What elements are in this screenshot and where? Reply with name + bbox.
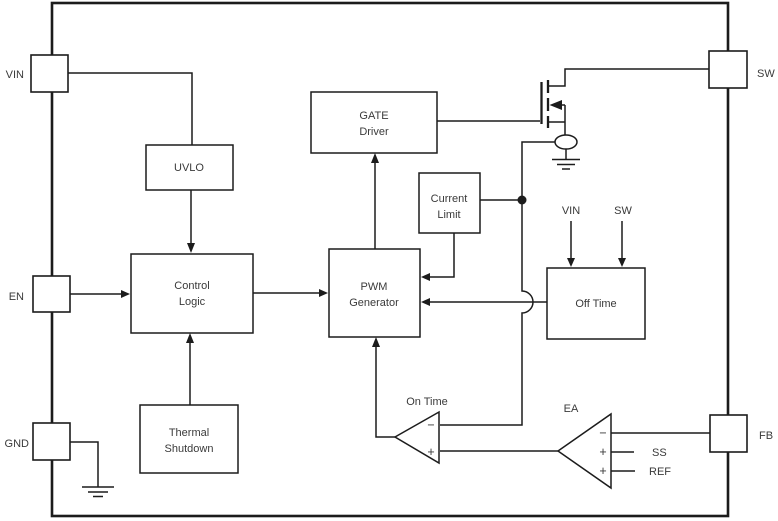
- gate-driver-label-line2: Driver: [359, 126, 389, 138]
- arrowhead-into-gate-driver: [371, 153, 379, 163]
- junction-dot: [517, 195, 527, 205]
- current-limit-label-line2: Limit: [437, 209, 460, 221]
- sw-pin-square: [708, 50, 748, 89]
- control-logic-box: [130, 253, 254, 334]
- pin-gnd: GND: [5, 422, 71, 461]
- thermal-shutdown-label-line2: Shutdown: [165, 443, 214, 455]
- gate-driver-box: [310, 91, 438, 154]
- arrowhead-vin-into-off-time: [567, 258, 575, 267]
- current-limit-box: [418, 172, 481, 234]
- pwm-generator-label-line1: PWM: [361, 281, 388, 293]
- error-amplifier: EA − + + SS REF: [556, 403, 671, 490]
- block-current-limit: Current Limit: [418, 172, 481, 234]
- uvlo-label: UVLO: [174, 162, 204, 174]
- off-time-box: [546, 267, 646, 340]
- on-time-minus-sign: −: [427, 418, 434, 432]
- mosfet-body-arrow: [549, 100, 562, 110]
- wire-gnd-to-ground: [70, 441, 99, 487]
- error-amplifier-triangle: [556, 412, 612, 490]
- mosfet: [540, 80, 562, 128]
- block-thermal-shutdown: Thermal Shutdown: [139, 404, 239, 474]
- error-amplifier-label: EA: [564, 403, 579, 415]
- uvlo-box: [145, 144, 234, 191]
- block-pwm-generator: PWM Generator: [328, 248, 421, 338]
- block-off-time: Off Time VIN SW: [546, 205, 646, 340]
- pwm-generator-box: [328, 248, 421, 338]
- vin-pin-label: VIN: [6, 69, 24, 81]
- gate-driver-label-line1: GATE: [359, 110, 388, 122]
- thermal-shutdown-box: [139, 404, 239, 474]
- off-time-input-vin-label: VIN: [562, 205, 580, 217]
- arrowhead-into-control-logic-left: [121, 290, 130, 298]
- wires: [68, 68, 710, 487]
- sw-pin-label: SW: [757, 68, 775, 80]
- error-amplifier-minus-sign: −: [599, 426, 606, 440]
- wire-current-limit-to-pwm: [430, 233, 455, 278]
- off-time-label: Off Time: [575, 298, 616, 310]
- fb-pin-label: FB: [759, 430, 773, 442]
- arrowhead-off-time-into-pwm: [421, 298, 430, 306]
- arrowheads: [121, 153, 626, 347]
- wire-mosfet-source: [549, 104, 566, 135]
- ground-symbol-gnd-pin: [82, 486, 114, 498]
- block-control-logic: Control Logic: [130, 253, 254, 334]
- on-time-comparator: On Time − +: [393, 396, 448, 465]
- pin-vin: VIN: [6, 54, 69, 93]
- ss-label: SS: [652, 447, 667, 459]
- arrowhead-into-pwm-left: [319, 289, 328, 297]
- fb-pin-square: [709, 414, 748, 453]
- current-limit-label-line1: Current: [431, 193, 468, 205]
- wire-on-time-to-pwm: [375, 347, 395, 438]
- on-time-triangle: [393, 410, 440, 465]
- vin-pin-square: [30, 54, 69, 93]
- error-amplifier-plus-sign-2: +: [599, 464, 606, 478]
- arrowhead-into-control-logic-top: [187, 243, 195, 253]
- ic-boundary: [50, 1, 730, 518]
- gnd-pin-square: [32, 422, 71, 461]
- on-time-plus-sign: +: [427, 445, 434, 459]
- current-sense-source: [554, 134, 578, 159]
- off-time-input-sw-label: SW: [614, 205, 632, 217]
- arrowhead-into-control-logic-bottom: [186, 333, 194, 343]
- gnd-pin-label: GND: [5, 438, 30, 450]
- pwm-generator-label-line2: Generator: [349, 297, 399, 309]
- current-sense-ellipse: [554, 134, 578, 150]
- pin-sw: SW: [708, 50, 775, 89]
- pin-fb: FB: [709, 414, 773, 453]
- ground-symbol-mosfet: [552, 158, 580, 170]
- arrowhead-current-limit-into-pwm: [421, 273, 430, 281]
- en-pin-label: EN: [9, 291, 24, 303]
- ref-label: REF: [649, 466, 671, 478]
- error-amplifier-plus-sign-1: +: [599, 445, 606, 459]
- arrowhead-on-time-into-pwm: [372, 337, 380, 347]
- arrowhead-sw-into-off-time: [618, 258, 626, 267]
- control-logic-label-line1: Control: [174, 280, 209, 292]
- en-pin-square: [32, 275, 71, 313]
- on-time-label: On Time: [406, 396, 448, 408]
- pin-en: EN: [9, 275, 71, 313]
- wire-mosfet-drain-to-sw: [549, 68, 709, 87]
- block-gate-driver: GATE Driver: [310, 91, 438, 154]
- thermal-shutdown-label-line1: Thermal: [169, 427, 209, 439]
- wire-vin-to-uvlo: [68, 72, 193, 145]
- block-uvlo: UVLO: [145, 144, 234, 191]
- control-logic-label-line2: Logic: [179, 296, 206, 308]
